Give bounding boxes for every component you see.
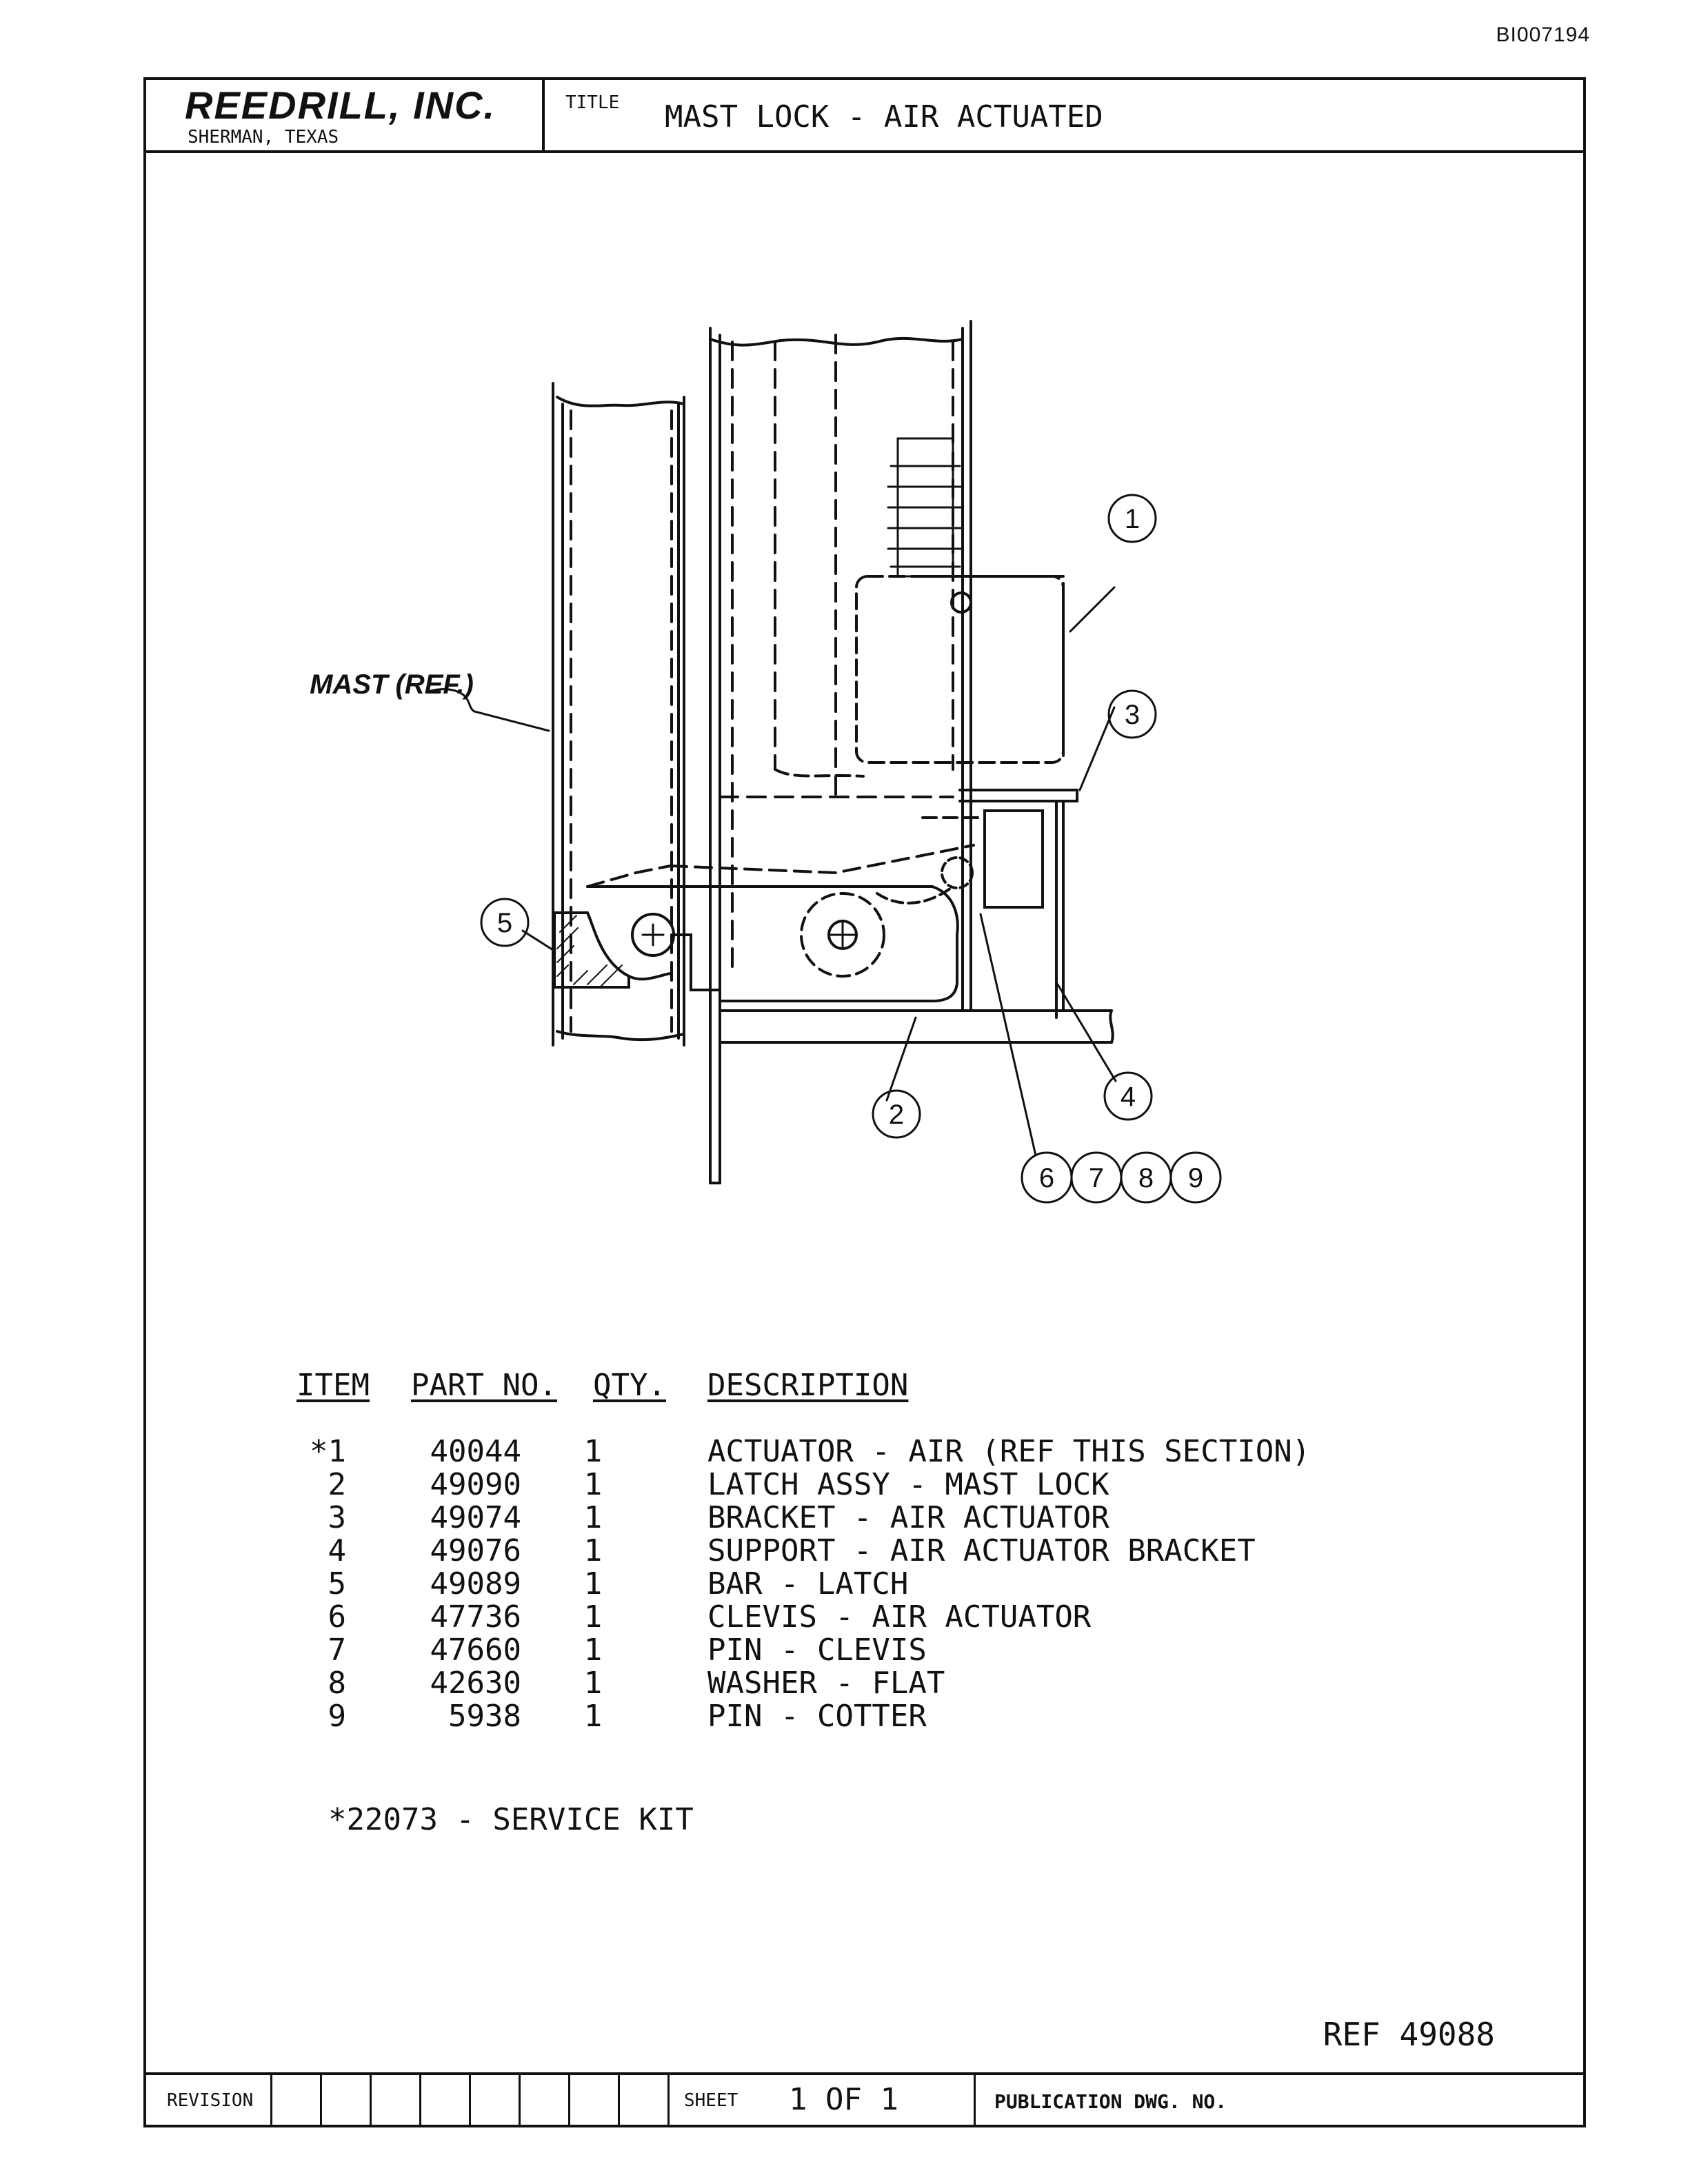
description-cell: WASHER - FLAT xyxy=(707,1666,945,1701)
part-no-cell: 47660 xyxy=(430,1632,521,1668)
company-cell: REEDRILL, INC. SHERMAN, TEXAS xyxy=(146,80,545,150)
table-row: 5 49089 1 BAR - LATCH xyxy=(146,1566,1583,1601)
divider xyxy=(667,2075,670,2125)
part-no-cell: 49090 xyxy=(430,1467,521,1502)
item-cell: 4 xyxy=(328,1533,347,1568)
description-cell: BAR - LATCH xyxy=(707,1566,909,1601)
table-row: 3 49074 1 BRACKET - AIR ACTUATOR xyxy=(146,1500,1583,1535)
revision-box xyxy=(618,2075,667,2125)
title-label: TITLE xyxy=(565,92,620,113)
reference-number: REF 49088 xyxy=(1323,2016,1495,2053)
header-part-no: PART NO. xyxy=(411,1368,557,1403)
revision-label: REVISION xyxy=(167,2090,254,2111)
qty-cell: 1 xyxy=(583,1467,603,1502)
table-row: 6 47736 1 CLEVIS - AIR ACTUATOR xyxy=(146,1599,1583,1635)
support-bar xyxy=(719,800,1114,1044)
publication-drawing-label: PUBLICATION DWG. NO. xyxy=(994,2090,1227,2113)
part-no-cell: 49089 xyxy=(430,1566,521,1601)
description-cell: PIN - COTTER xyxy=(707,1699,927,1734)
item-cell: 8 xyxy=(328,1666,347,1701)
qty-cell: 1 xyxy=(583,1533,603,1568)
revision-box xyxy=(270,2075,320,2125)
frame-channel xyxy=(709,320,972,1184)
qty-cell: 1 xyxy=(583,1632,603,1668)
assembly-drawing: 1 3 5 2 4 6 7 8 9 MAST (REF.) xyxy=(310,320,1222,1204)
revision-box xyxy=(320,2075,370,2125)
item-cell: 6 xyxy=(328,1599,347,1635)
part-no-cell: 5938 xyxy=(448,1699,521,1734)
item-cell: 3 xyxy=(328,1500,347,1535)
item-cell: 7 xyxy=(328,1632,347,1668)
revision-box xyxy=(419,2075,469,2125)
part-no-cell: 47736 xyxy=(430,1599,521,1635)
header-description: DESCRIPTION xyxy=(707,1368,909,1403)
revision-box xyxy=(519,2075,568,2125)
description-cell: BRACKET - AIR ACTUATOR xyxy=(707,1500,1109,1535)
air-actuator xyxy=(855,437,1065,764)
callout-3: 3 xyxy=(1125,700,1140,730)
mast-channel xyxy=(552,382,685,1046)
item-cell: 9 xyxy=(328,1699,347,1734)
service-kit-note: *22073 - SERVICE KIT xyxy=(328,1802,694,1837)
description-cell: PIN - CLEVIS xyxy=(707,1632,927,1668)
table-row: 9 5938 1 PIN - COTTER xyxy=(146,1699,1583,1734)
latch-assembly xyxy=(586,844,975,1002)
callout-1: 1 xyxy=(1125,504,1140,534)
qty-cell: 1 xyxy=(583,1566,603,1601)
callout-4: 4 xyxy=(1121,1082,1136,1112)
description-cell: CLEVIS - AIR ACTUATOR xyxy=(707,1599,1092,1635)
sheet-number: 1 OF 1 xyxy=(789,2082,898,2117)
callout-2: 2 xyxy=(889,1100,904,1130)
mast-ref-label: MAST (REF.) xyxy=(310,669,474,700)
part-no-cell: 49076 xyxy=(430,1533,521,1568)
qty-cell: 1 xyxy=(583,1666,603,1701)
part-no-cell: 42630 xyxy=(430,1666,521,1701)
actuator-bracket xyxy=(921,789,1078,1019)
drawing-sheet: REEDRILL, INC. SHERMAN, TEXAS TITLE MAST… xyxy=(143,77,1586,2127)
callout-8: 8 xyxy=(1138,1163,1154,1193)
sheet-label: SHEET xyxy=(684,2090,738,2111)
latch-bar-hatch xyxy=(556,915,623,987)
table-row: *1 40044 1 ACTUATOR - AIR (REF THIS SECT… xyxy=(146,1434,1583,1469)
revision-strip: REVISION SHEET 1 OF 1 PUBLICATION DWG. N… xyxy=(146,2072,1583,2125)
callout-5: 5 xyxy=(497,908,512,938)
latch-bar xyxy=(553,911,721,991)
table-row: 4 49076 1 SUPPORT - AIR ACTUATOR BRACKET xyxy=(146,1533,1583,1568)
qty-cell: 1 xyxy=(583,1699,603,1734)
table-row: 8 42630 1 WASHER - FLAT xyxy=(146,1666,1583,1701)
callout-7: 7 xyxy=(1089,1163,1104,1193)
item-cell: 2 xyxy=(328,1467,347,1502)
qty-cell: 1 xyxy=(583,1599,603,1635)
document-id: BI007194 xyxy=(1496,23,1590,46)
item-cell: 5 xyxy=(328,1566,347,1601)
description-cell: LATCH ASSY - MAST LOCK xyxy=(707,1467,1109,1502)
qty-cell: 1 xyxy=(583,1500,603,1535)
header-qty: QTY. xyxy=(593,1368,666,1403)
title-block: REEDRILL, INC. SHERMAN, TEXAS TITLE MAST… xyxy=(146,80,1583,153)
company-name: REEDRILL, INC. xyxy=(185,83,496,127)
callout-balloons xyxy=(480,494,1222,1204)
part-no-cell: 40044 xyxy=(430,1434,521,1469)
item-cell: *1 xyxy=(310,1434,346,1469)
drawing-title: MAST LOCK - AIR ACTUATED xyxy=(665,99,1103,134)
leader-lines xyxy=(425,586,1117,1157)
revision-box xyxy=(370,2075,419,2125)
qty-cell: 1 xyxy=(583,1434,603,1469)
company-location: SHERMAN, TEXAS xyxy=(188,127,339,148)
divider xyxy=(974,2075,976,2125)
description-cell: SUPPORT - AIR ACTUATOR BRACKET xyxy=(707,1533,1256,1568)
header-item: ITEM xyxy=(297,1368,370,1403)
table-row: 7 47660 1 PIN - CLEVIS xyxy=(146,1632,1583,1668)
part-no-cell: 49074 xyxy=(430,1500,521,1535)
callout-9: 9 xyxy=(1188,1163,1203,1193)
table-row: 2 49090 1 LATCH ASSY - MAST LOCK xyxy=(146,1467,1583,1502)
revision-box xyxy=(568,2075,618,2125)
revision-box xyxy=(469,2075,519,2125)
description-cell: ACTUATOR - AIR (REF THIS SECTION) xyxy=(707,1434,1311,1469)
callout-6: 6 xyxy=(1039,1163,1054,1193)
